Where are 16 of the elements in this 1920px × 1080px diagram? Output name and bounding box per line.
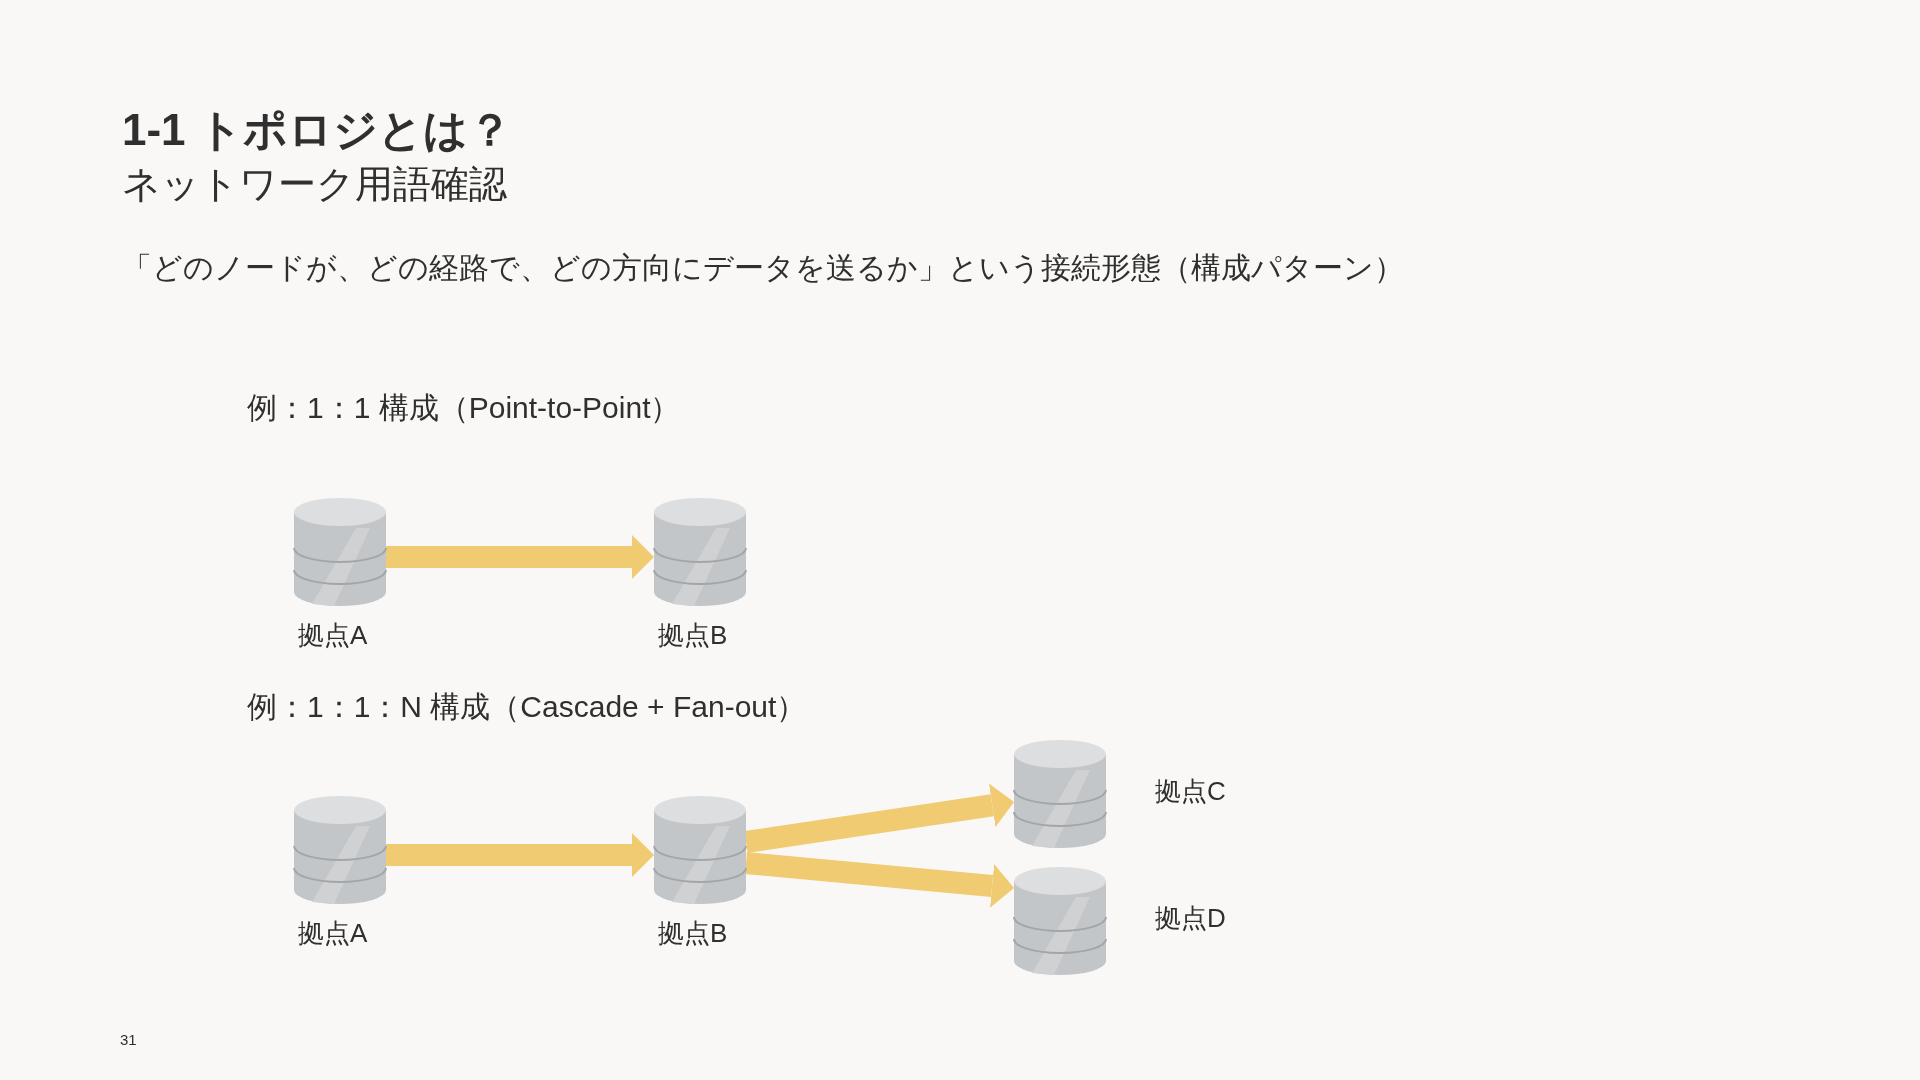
definition-text: 「どのノードが、どの経路で、どの方向にデータを送るか」という接続形態（構成パターン） [122,250,1404,286]
site-label: 拠点B [658,620,728,652]
site-label: 拠点D [1155,903,1226,935]
example-heading: 例：1：1 構成（Point-to-Point） [247,390,681,426]
block-arrow [386,833,654,877]
site-label: 拠点A [298,620,368,652]
example-heading: 例：1：1：N 構成（Cascade + Fan-out） [247,689,807,725]
site-label: 拠点B [658,918,728,950]
slide-subtitle: ネットワーク用語確認 [122,162,507,207]
site-label: 拠点A [298,918,368,950]
block-arrow [744,783,1014,853]
block-arrow [744,852,1014,908]
site-label: 拠点C [1155,776,1226,808]
slide-title: 1-1 トポロジとは？ [122,104,512,156]
block-arrow [386,535,654,579]
page-number: 31 [120,1031,137,1049]
